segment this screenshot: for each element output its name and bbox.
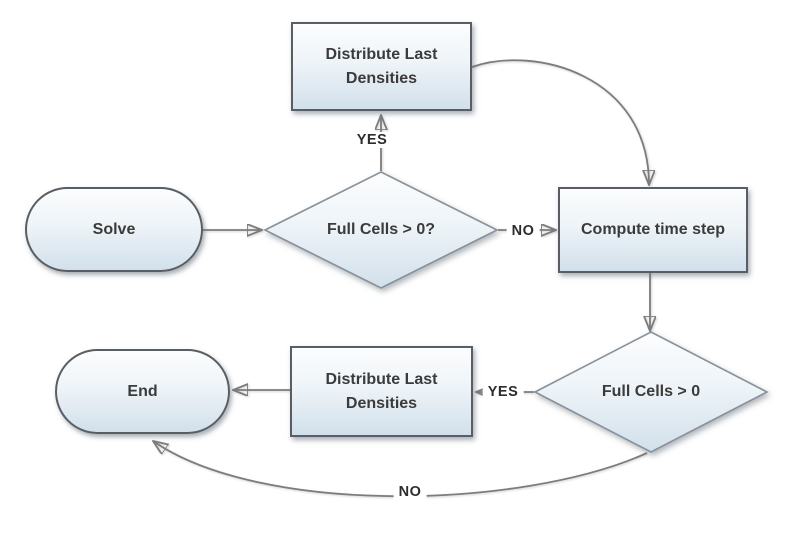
node-distribute-top: Distribute Last Densities (291, 22, 472, 111)
edge-label-yes-bottom: YES (482, 384, 524, 400)
node-compute-label: Compute time step (580, 221, 725, 238)
node-compute: Compute time step (558, 187, 748, 273)
node-decision-top: Full Cells > 0? (259, 166, 503, 294)
node-solve: Solve (25, 187, 203, 272)
node-decision-bottom: Full Cells > 0 (529, 326, 773, 458)
node-decision-top-label: Full Cells > 0? (326, 221, 436, 238)
node-end: End (55, 349, 230, 434)
node-decision-bottom-label: Full Cells > 0 (601, 383, 701, 400)
node-solve-label: Solve (92, 220, 136, 238)
node-distribute-bottom: Distribute Last Densities (290, 346, 473, 437)
node-distribute-bottom-label: Distribute Last Densities (325, 370, 438, 412)
node-distribute-top-label: Distribute Last Densities (325, 45, 438, 87)
edge-label-no-mid: NO (506, 223, 540, 239)
decision-top-diamond (263, 171, 499, 289)
edge-label-no-bottom: NO (393, 484, 427, 500)
node-end-label: End (127, 382, 158, 400)
decision-bottom-diamond (533, 331, 769, 453)
edge-label-yes-top: YES (351, 132, 393, 148)
